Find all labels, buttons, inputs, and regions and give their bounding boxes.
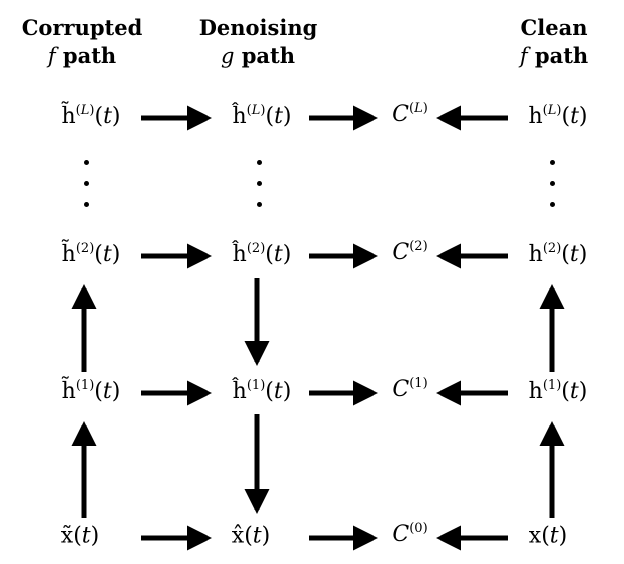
node-denoising-h2-sup: 2	[251, 241, 261, 256]
node-clean-h1-base: h	[528, 379, 543, 404]
node-denoising-hL-sup: L	[251, 103, 261, 118]
header-corrupted-word: path	[62, 43, 117, 68]
node-clean-h1-arg: t	[569, 379, 579, 404]
node-cost-2-sup: 2	[414, 239, 423, 254]
node-cost-2-base: C	[392, 240, 410, 265]
node-denoising-h2-arg: t	[273, 242, 283, 267]
node-corrupted-hL: h̃(L)(t)	[61, 103, 121, 129]
node-denoising-h1-sup: 1	[251, 378, 261, 393]
node-clean-h2-arg: t	[569, 242, 579, 267]
node-denoising-x-arg: t	[252, 523, 262, 549]
header-clean-var: f	[519, 44, 528, 68]
header-corrupted-title: Corrupted	[21, 15, 143, 40]
header-denoising-title: Denoising	[198, 15, 318, 40]
node-clean-hL-arg: t	[570, 104, 579, 129]
node-corrupted-h1: h̃(1)(t)	[61, 378, 121, 404]
node-cost-1-sup: 1	[414, 376, 423, 391]
node-clean-h2: h(2)(t)	[528, 241, 588, 267]
node-denoising-hL-arg: t	[274, 104, 283, 129]
node-corrupted-hL-sup: L	[80, 103, 90, 118]
node-corrupted-h1-base: h̃	[61, 379, 76, 404]
node-clean-h1-sup: 1	[547, 378, 557, 393]
node-cost-0-base: C	[392, 522, 410, 547]
node-denoising-hL-base: ĥ	[232, 104, 247, 129]
header-denoising-word: path	[241, 43, 296, 68]
header-clean-word: path	[534, 43, 589, 68]
node-clean-x: x(t)	[528, 523, 568, 549]
node-corrupted-x: x̃(t)	[60, 523, 100, 549]
node-cost-1: C(1)	[392, 376, 428, 402]
node-clean-h1: h(1)(t)	[528, 378, 588, 404]
header-corrupted-subtitle: f path	[18, 42, 146, 70]
header-clean-subtitle: f path	[490, 42, 618, 70]
node-corrupted-x-arg: t	[81, 523, 91, 549]
node-denoising-x-base: x̂	[231, 523, 245, 549]
node-clean-x-base: x	[528, 523, 542, 549]
node-corrupted-h2-arg: t	[102, 242, 112, 267]
node-cost-L: C(L)	[392, 101, 428, 127]
node-clean-hL-base: h	[528, 104, 543, 129]
node-corrupted-h2: h̃(2)(t)	[61, 241, 121, 267]
node-cost-1-base: C	[392, 377, 410, 402]
header-corrupted-var: f	[47, 44, 56, 68]
node-clean-h2-sup: 2	[547, 241, 557, 256]
header-clean: Clean f path	[490, 14, 618, 70]
node-corrupted-h2-sup: 2	[80, 241, 90, 256]
node-clean-hL: h(L)(t)	[528, 103, 588, 129]
ellipsis-corrupted	[83, 160, 89, 223]
node-denoising-h1-arg: t	[273, 379, 283, 404]
node-denoising-x: x̂(t)	[231, 523, 271, 549]
header-clean-title: Clean	[520, 15, 588, 40]
ellipsis-denoising	[256, 160, 262, 223]
ellipsis-clean	[549, 160, 555, 223]
node-cost-0-sup: 0	[414, 521, 423, 536]
header-denoising-subtitle: g path	[194, 42, 322, 70]
node-clean-hL-sup: L	[547, 103, 557, 118]
header-denoising-var: g	[220, 44, 235, 68]
header-denoising: Denoising g path	[194, 14, 322, 70]
node-corrupted-h1-sup: 1	[80, 378, 90, 393]
node-denoising-h2-base: ĥ	[232, 242, 247, 267]
node-denoising-h1-base: ĥ	[232, 379, 247, 404]
node-clean-h2-base: h	[528, 242, 543, 267]
node-corrupted-x-base: x̃	[60, 523, 74, 549]
node-denoising-h2: ĥ(2)(t)	[232, 241, 292, 267]
node-corrupted-h1-arg: t	[102, 379, 112, 404]
node-cost-L-sup: L	[414, 101, 423, 116]
node-denoising-hL: ĥ(L)(t)	[232, 103, 292, 129]
node-cost-2: C(2)	[392, 239, 428, 265]
node-denoising-h1: ĥ(1)(t)	[232, 378, 292, 404]
header-corrupted: Corrupted f path	[18, 14, 146, 70]
node-clean-x-arg: t	[549, 523, 559, 549]
node-cost-L-base: C	[392, 102, 410, 127]
node-corrupted-h2-base: h̃	[61, 242, 76, 267]
node-corrupted-hL-arg: t	[103, 104, 112, 129]
node-corrupted-hL-base: h̃	[61, 104, 76, 129]
node-cost-0: C(0)	[392, 521, 428, 547]
